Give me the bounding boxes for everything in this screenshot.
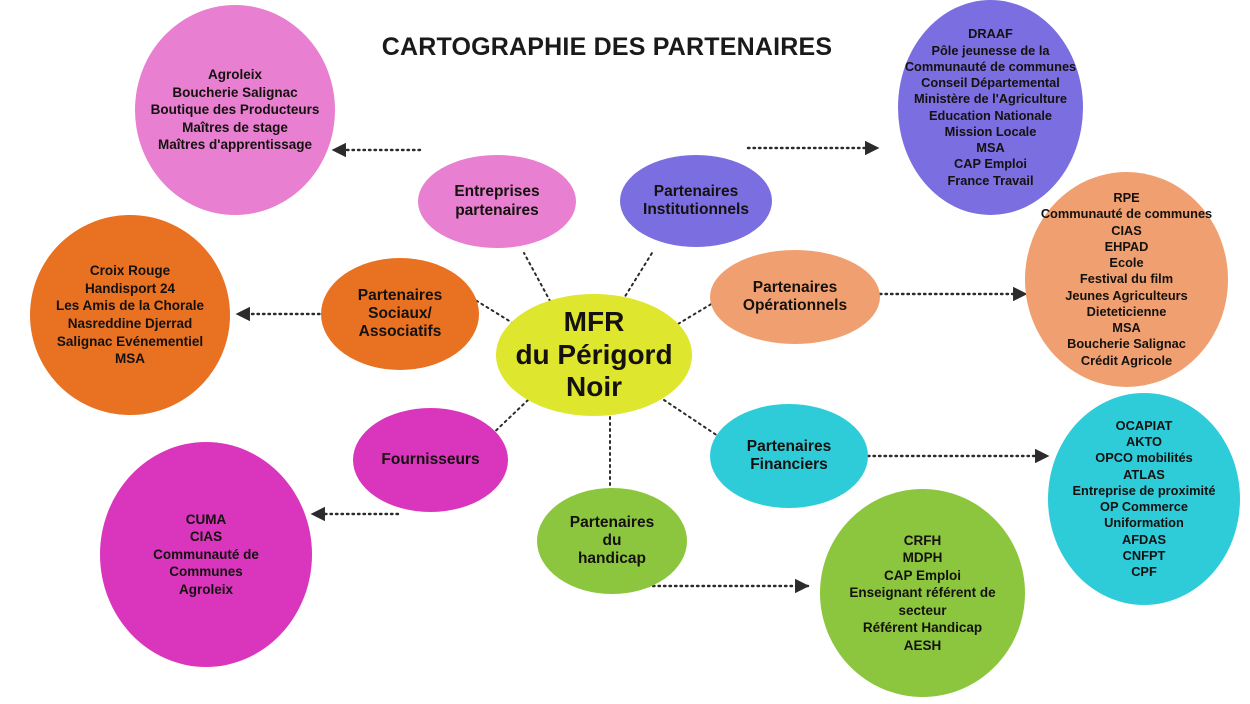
leaf-partenaires-financiers[interactable]: OCAPIAT AKTO OPCO mobilités ATLAS Entrep… bbox=[1048, 393, 1240, 605]
category-sociaux-label: Partenaires Sociaux/ Associatifs bbox=[357, 286, 443, 341]
leaf-partenaires-institutionnels[interactable]: DRAAF Pôle jeunesse de la Communauté de … bbox=[898, 0, 1083, 215]
leaf-sociaux-text: Croix Rouge Handisport 24 Les Amis de la… bbox=[55, 263, 205, 367]
leaf-partenaires-handicap[interactable]: CRFH MDPH CAP Emploi Enseignant référent… bbox=[820, 489, 1025, 697]
category-fournisseurs[interactable]: Fournisseurs bbox=[353, 408, 508, 512]
category-entreprises-label: Entreprises partenaires bbox=[454, 183, 540, 219]
category-partenaires-operationnels[interactable]: Partenaires Opérationnels bbox=[710, 250, 880, 344]
category-operationnels-label: Partenaires Opérationnels bbox=[742, 278, 848, 314]
category-partenaires-institutionnels[interactable]: Partenaires Institutionnels bbox=[620, 155, 772, 247]
category-financiers-label: Partenaires Financiers bbox=[746, 437, 832, 473]
spoke-financiers bbox=[663, 399, 719, 437]
category-handicap-label: Partenaires du handicap bbox=[569, 513, 655, 568]
leaf-handicap-text: CRFH MDPH CAP Emploi Enseignant référent… bbox=[849, 532, 996, 653]
leaf-financiers-text: OCAPIAT AKTO OPCO mobilités ATLAS Entrep… bbox=[1072, 417, 1216, 579]
category-entreprises-partenaires[interactable]: Entreprises partenaires bbox=[418, 155, 576, 248]
center-node-label: MFR du Périgord Noir bbox=[515, 306, 673, 403]
center-node-mfr[interactable]: MFR du Périgord Noir bbox=[496, 294, 692, 416]
leaf-partenaires-operationnels[interactable]: RPE Communauté de communes CIAS EHPAD Ec… bbox=[1025, 172, 1228, 387]
leaf-fournisseurs[interactable]: CUMA CIAS Communauté de Communes Agrolei… bbox=[100, 442, 312, 667]
leaf-fournisseurs-text: CUMA CIAS Communauté de Communes Agrolei… bbox=[153, 511, 259, 597]
leaf-entreprises-text: Agroleix Boucherie Salignac Boutique des… bbox=[150, 67, 320, 153]
leaf-partenaires-sociaux[interactable]: Croix Rouge Handisport 24 Les Amis de la… bbox=[30, 215, 230, 415]
leaf-institutionnels-text: DRAAF Pôle jeunesse de la Communauté de … bbox=[904, 26, 1077, 188]
page-title-text: CARTOGRAPHIE DES PARTENAIRES bbox=[381, 33, 833, 61]
leaf-entreprises-partenaires[interactable]: Agroleix Boucherie Salignac Boutique des… bbox=[135, 5, 335, 215]
category-partenaires-financiers[interactable]: Partenaires Financiers bbox=[710, 404, 868, 508]
leaf-operationnels-text: RPE Communauté de communes CIAS EHPAD Ec… bbox=[1040, 190, 1213, 368]
category-partenaires-handicap[interactable]: Partenaires du handicap bbox=[537, 488, 687, 594]
page-title: CARTOGRAPHIE DES PARTENAIRES bbox=[0, 33, 1250, 62]
category-partenaires-sociaux[interactable]: Partenaires Sociaux/ Associatifs bbox=[321, 258, 479, 370]
category-fournisseurs-label: Fournisseurs bbox=[381, 450, 480, 468]
category-institutionnels-label: Partenaires Institutionnels bbox=[643, 182, 749, 218]
